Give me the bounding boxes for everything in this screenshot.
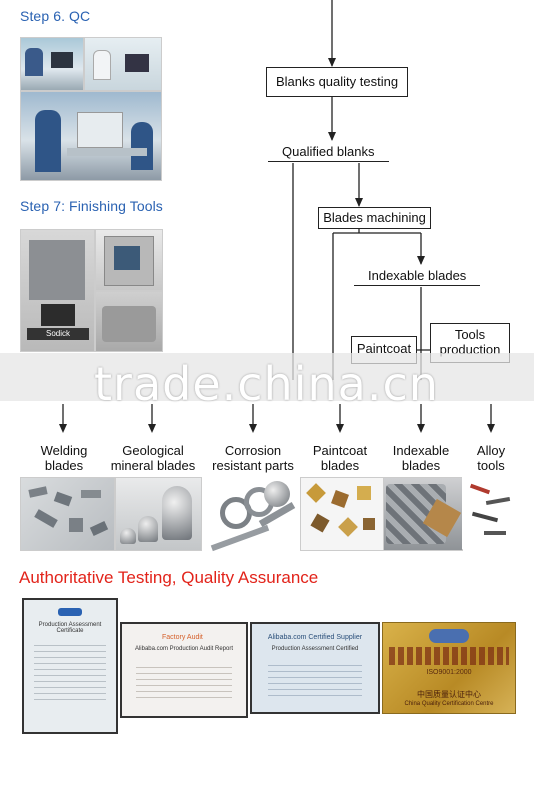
product-label-geological: Geological mineral blades: [110, 443, 196, 473]
cert3-title: Alibaba.com Certified Supplier: [267, 634, 363, 641]
product-label-paintcoat: Paintcoat blades: [312, 443, 368, 473]
step-6-label: Step 6. QC: [20, 8, 91, 24]
product-photo-alloy-tools: [462, 477, 518, 549]
product-photo-paintcoat-blades: [300, 477, 385, 551]
qc-photo-lab: [20, 37, 84, 91]
step-7-label: Step 7: Finishing Tools: [20, 198, 163, 214]
cert1-title: Production Assessment Certificate: [38, 622, 102, 634]
product-label-welding: Welding blades: [40, 443, 88, 473]
product-photo-welding-blades: [20, 477, 115, 551]
product-label-alloy-tools: Alloy tools: [476, 443, 506, 473]
indexable-blades-label: Indexable blades: [353, 268, 481, 286]
qc-photo-testing-room: [20, 91, 162, 181]
cert4-iso: ISO9001:2000: [426, 669, 472, 676]
cert4-en: China Quality Certification Centre: [404, 701, 494, 707]
qualified-blanks-label: Qualified blanks: [268, 144, 388, 162]
watermark-band: [0, 353, 534, 401]
blades-machining-box: Blades machining: [318, 207, 431, 229]
finishing-photo-machine-1: Sodick: [20, 229, 95, 352]
cert4-cn: 中国质量认证中心: [417, 690, 481, 699]
certificate-production-audit: Factory Audit Alibaba.com Production Aud…: [120, 622, 248, 718]
blanks-quality-testing-box: Blanks quality testing: [266, 67, 408, 97]
watermark-text: trade.china.cn: [94, 357, 439, 411]
finishing-photo-machine-2: [95, 229, 163, 291]
qc-photo-microscope: [84, 37, 162, 91]
cert2-brand: Factory Audit: [162, 634, 203, 641]
cert2-title: Alibaba.com Production Audit Report: [134, 646, 234, 652]
finishing-photo-machine-3: [95, 291, 163, 352]
certificate-certified-supplier: Alibaba.com Certified Supplier Productio…: [250, 622, 380, 714]
cert3-subtitle: Production Assessment Certified: [271, 646, 359, 652]
product-label-indexable: Indexable blades: [392, 443, 450, 473]
product-photo-corrosion-parts: [206, 477, 300, 557]
certificate-china-quality: ISO9001:2000 中国质量认证中心 China Quality Cert…: [382, 622, 516, 714]
product-photo-mineral-blades: [115, 477, 202, 551]
product-label-corrosion: Corrosion resistant parts: [212, 443, 294, 473]
certificate-production-assessment: Production Assessment Certificate: [22, 598, 118, 734]
quality-assurance-heading: Authoritative Testing, Quality Assurance: [19, 568, 319, 587]
product-photo-indexable-blades: [383, 477, 463, 551]
